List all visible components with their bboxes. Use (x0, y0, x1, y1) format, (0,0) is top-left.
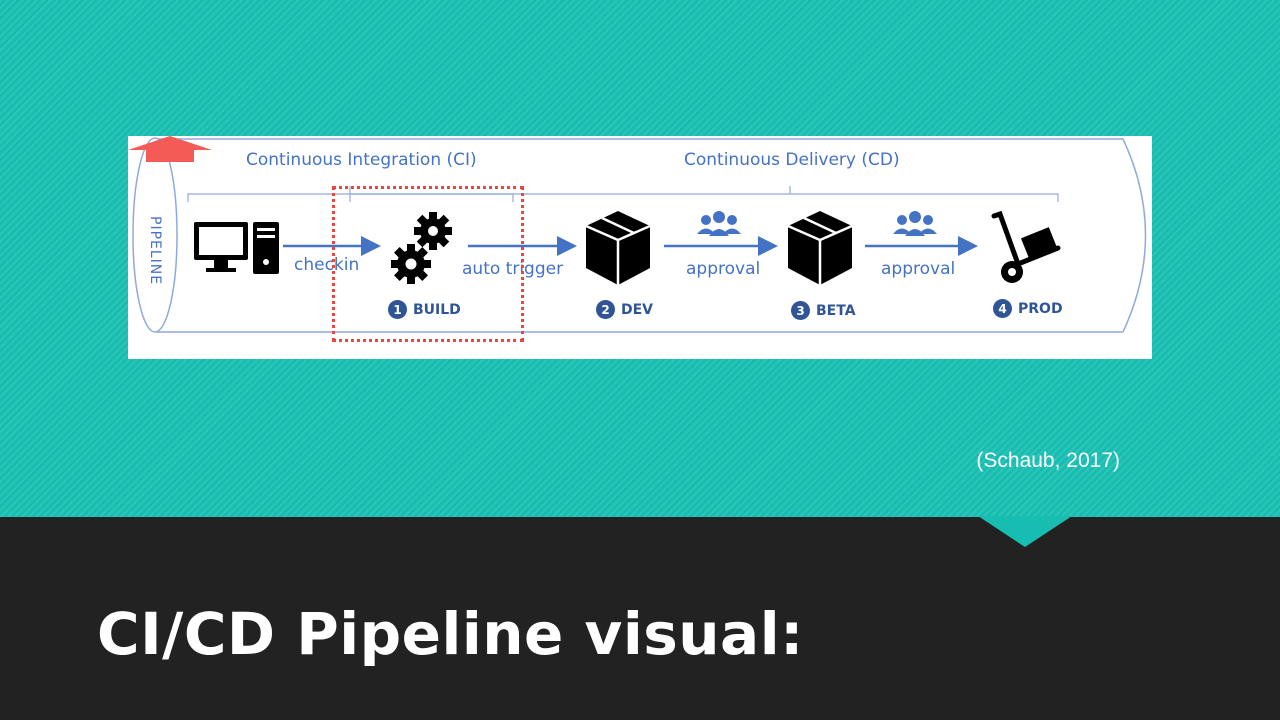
cd-section-label: Continuous Delivery (CD) (684, 150, 900, 170)
step-name: BUILD (413, 301, 461, 318)
build-highlight-box (332, 186, 524, 342)
slide-title-band (0, 517, 1280, 720)
auto-trigger-arrow-label: auto trigger (462, 259, 564, 279)
people-group-icon (893, 211, 937, 236)
cicd-pipeline-diagram: PIPELINE Continuous Integration (CI) Con… (128, 136, 1152, 359)
step-number-badge: 4 (993, 299, 1012, 318)
computer-icon (194, 222, 279, 274)
step-number-badge: 2 (596, 300, 615, 319)
step-name: BETA (816, 302, 856, 319)
step-beta-label: 3 BETA (791, 301, 856, 320)
approval-arrow-label: approval (686, 259, 761, 279)
slide-title: CI/CD Pipeline visual: (97, 600, 804, 668)
people-group-icon (697, 211, 741, 236)
ci-section-label: Continuous Integration (CI) (246, 150, 477, 170)
step-prod-label: 4 PROD (993, 299, 1063, 318)
checkin-arrow-label: checkin (294, 255, 360, 275)
red-up-arrow-icon (128, 136, 212, 162)
step-build-label: 1 BUILD (388, 300, 461, 319)
step-number-badge: 3 (791, 301, 810, 320)
step-dev-label: 2 DEV (596, 300, 653, 319)
citation-text: (Schaub, 2017) (976, 449, 1120, 472)
pipeline-graphics (132, 137, 1147, 333)
gears-icon (391, 212, 452, 284)
step-name: DEV (621, 301, 654, 318)
step-number-badge: 1 (388, 300, 407, 319)
package-icon (787, 211, 853, 285)
package-icon (585, 211, 651, 285)
approval-arrow-label: approval (881, 259, 956, 279)
step-name: PROD (1018, 300, 1063, 317)
title-band-notch (978, 516, 1072, 547)
hand-truck-icon (991, 210, 1061, 283)
pipeline-label: PIPELINE (147, 216, 163, 286)
